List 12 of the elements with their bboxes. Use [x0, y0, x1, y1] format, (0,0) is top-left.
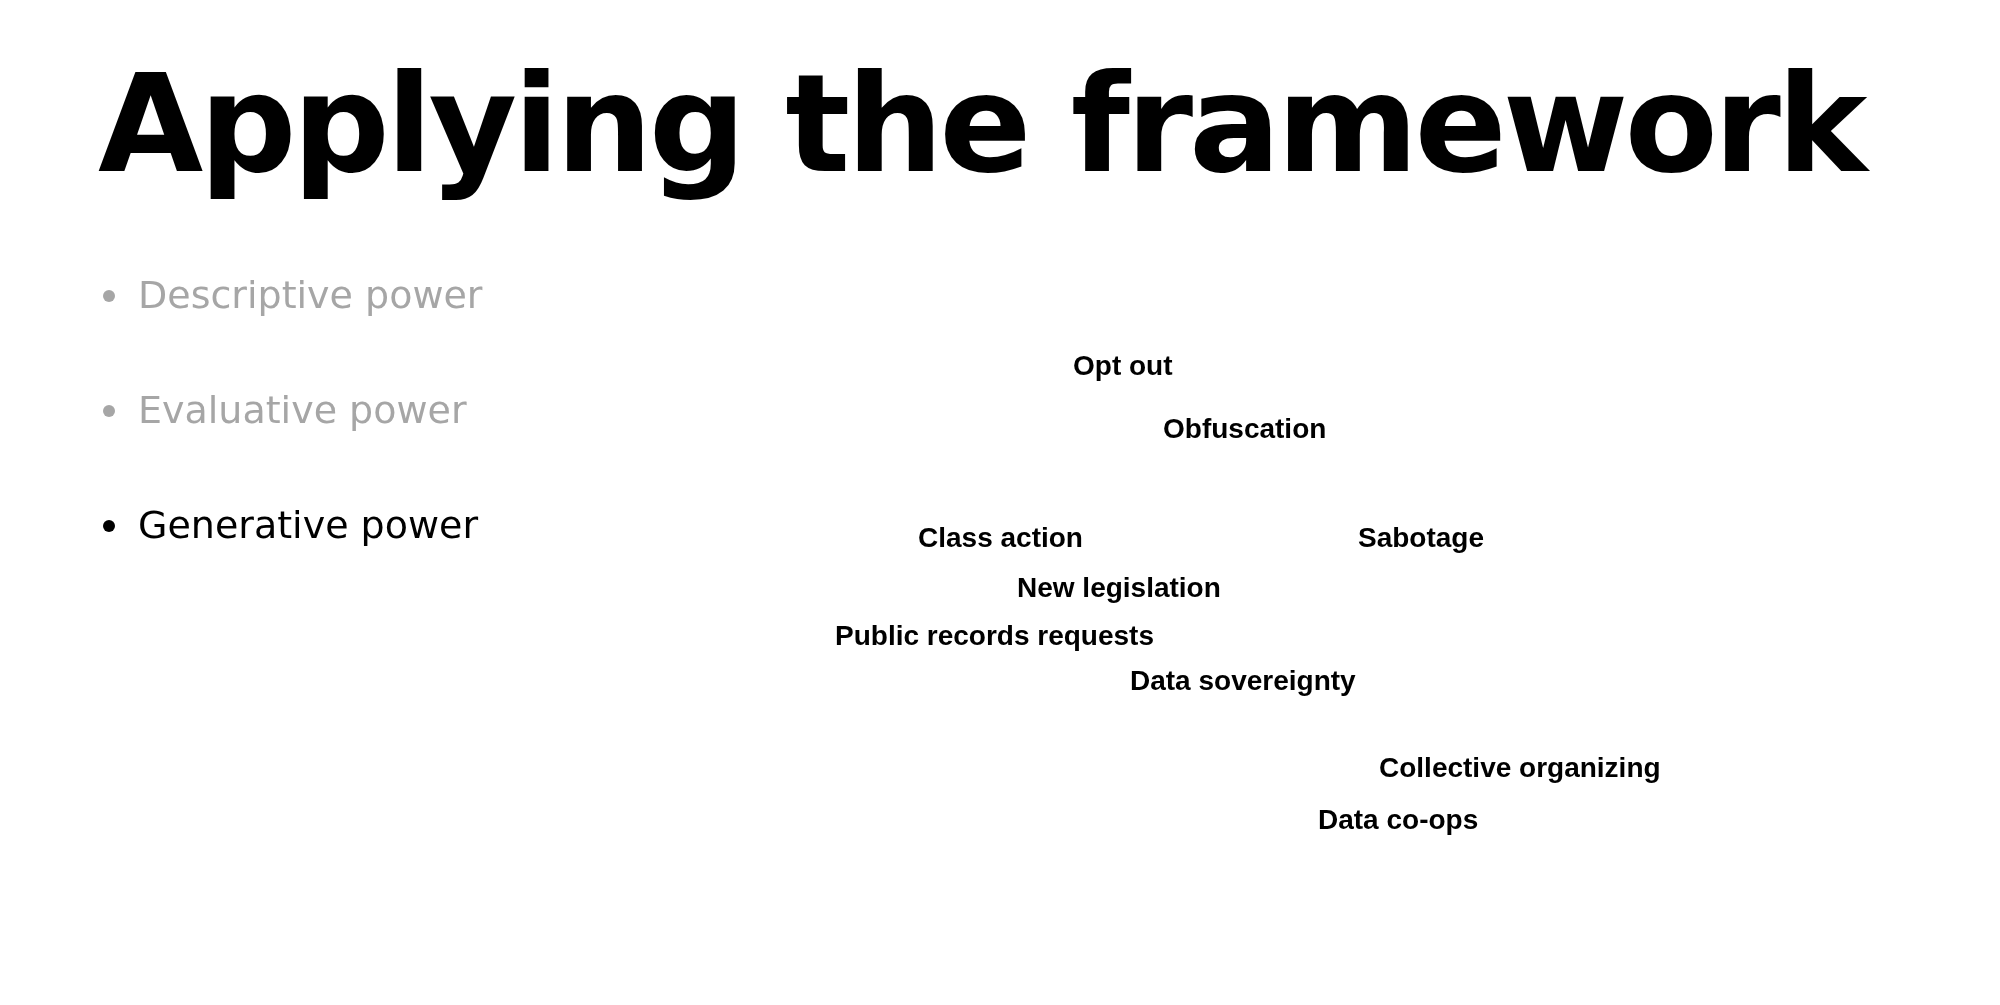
- strategy-label: Data sovereignty: [1130, 667, 1356, 695]
- strategy-label: Collective organizing: [1379, 754, 1661, 782]
- bullet-text: Generative power: [138, 506, 479, 544]
- bullet-text: Evaluative power: [138, 391, 467, 429]
- strategy-label: Obfuscation: [1163, 415, 1327, 443]
- strategy-label: Class action: [918, 524, 1083, 552]
- strategy-label: Public records requests: [835, 622, 1154, 650]
- strategy-label: Sabotage: [1358, 524, 1485, 552]
- bullet-text: Descriptive power: [138, 276, 483, 314]
- strategy-label: New legislation: [1017, 574, 1221, 602]
- strategy-label: Data co-ops: [1318, 806, 1479, 834]
- strategy-label: Opt out: [1073, 352, 1173, 380]
